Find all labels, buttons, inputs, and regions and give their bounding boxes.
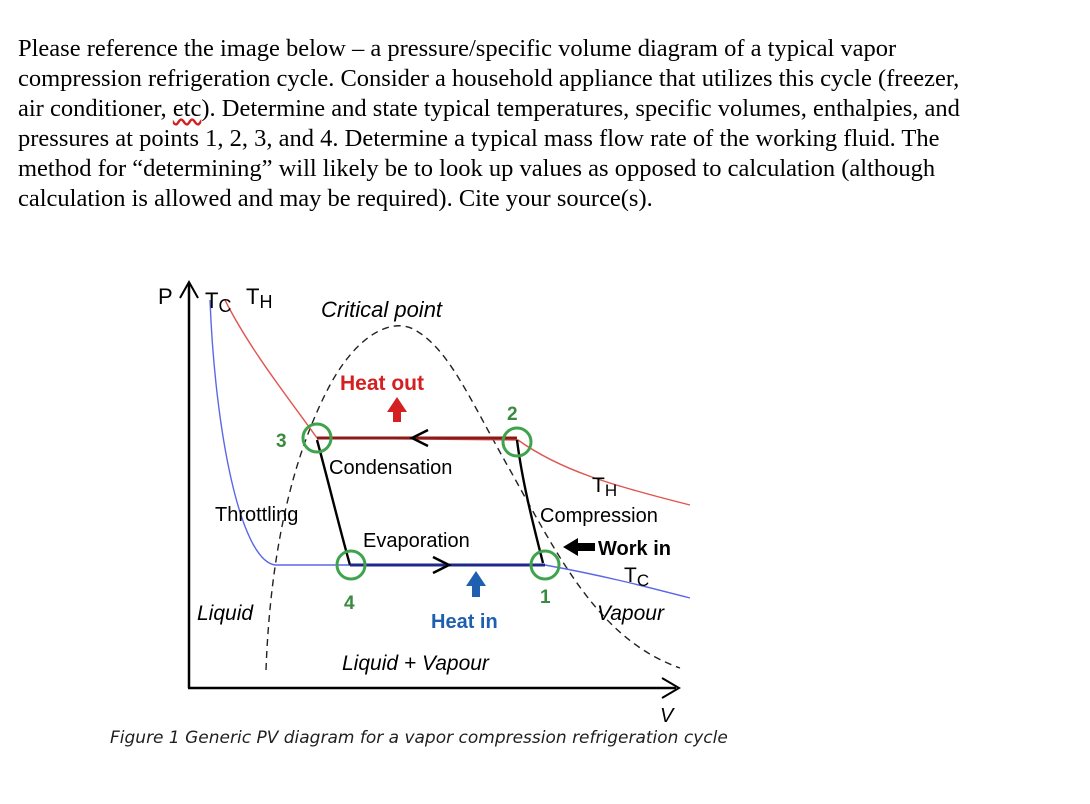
figure-caption: Figure 1 Generic PV diagram for a vapor …: [110, 728, 728, 748]
question-text: Please reference the image below – a pre…: [18, 34, 1078, 214]
question-line-2: compression refrigeration cycle. Conside…: [18, 65, 960, 92]
question-line-5: method for “determining” will likely be …: [18, 155, 936, 182]
th-right-label: TH: [592, 474, 617, 500]
work-in-arrow: [563, 538, 595, 556]
v-axis-label: V: [660, 705, 675, 727]
question-line-1: Please reference the image below – a pre…: [18, 35, 897, 62]
th-right-main: T: [592, 474, 605, 497]
tc-right-label: TC: [624, 564, 649, 590]
throttling-label: Throttling: [215, 504, 298, 526]
point-2-circle: [501, 426, 533, 458]
heat-out-arrow: [387, 397, 407, 422]
point-label-4-text: 4: [344, 593, 355, 614]
liquid-label: Liquid: [197, 602, 254, 625]
question-line-3a: air conditioner,: [18, 95, 173, 122]
heat-in-arrow: [466, 571, 486, 597]
th-top-sub: H: [259, 292, 272, 312]
heat-out-label: Heat out: [340, 372, 424, 395]
th-right-sub: H: [605, 481, 617, 500]
misspelled-word: etc: [172, 95, 202, 122]
evaporation-arrow: [432, 555, 452, 575]
compression-line: [515, 439, 545, 564]
heat-in-label: Heat in: [431, 611, 498, 633]
tc-top-label: TC: [205, 288, 231, 316]
tc-isotherm: [209, 299, 691, 599]
point-3-circle: [301, 422, 333, 454]
point-label-3-text: 3: [276, 431, 287, 452]
tc-top-sub: C: [218, 296, 231, 316]
tc-right-sub: C: [637, 571, 649, 590]
liquid-vapour-label: Liquid + Vapour: [342, 652, 490, 675]
condensation-label: Condensation: [329, 457, 452, 479]
p-axis-label: P: [158, 284, 173, 309]
point-label-2-text: 2: [507, 404, 518, 425]
tc-top-main: T: [205, 288, 218, 313]
condensation-arrow: [409, 428, 429, 448]
compression-label: Compression: [540, 505, 658, 527]
p-axis-arrowhead: [179, 279, 199, 299]
question-line-4: pressures at points 1, 2, 3, and 4. Dete…: [18, 125, 940, 152]
question-line-6: calculation is allowed and may be requir…: [18, 185, 653, 212]
question-line-3b: ). Determine and state typical temperatu…: [201, 95, 960, 122]
critical-point-label: Critical point: [321, 297, 443, 322]
th-top-label: TH: [246, 284, 272, 312]
v-axis-arrowhead: [661, 677, 681, 699]
evaporation-label: Evaporation: [363, 530, 470, 552]
tc-right-main: T: [624, 564, 637, 587]
point-4-circle: [335, 549, 367, 581]
th-top-main: T: [246, 284, 259, 309]
vapour-label: Vapour: [597, 602, 665, 625]
point-label-1-text: 1: [540, 587, 551, 608]
saturation-dome: [265, 325, 681, 671]
point-1-circle: [529, 549, 561, 581]
work-in-label: Work in: [598, 538, 671, 560]
